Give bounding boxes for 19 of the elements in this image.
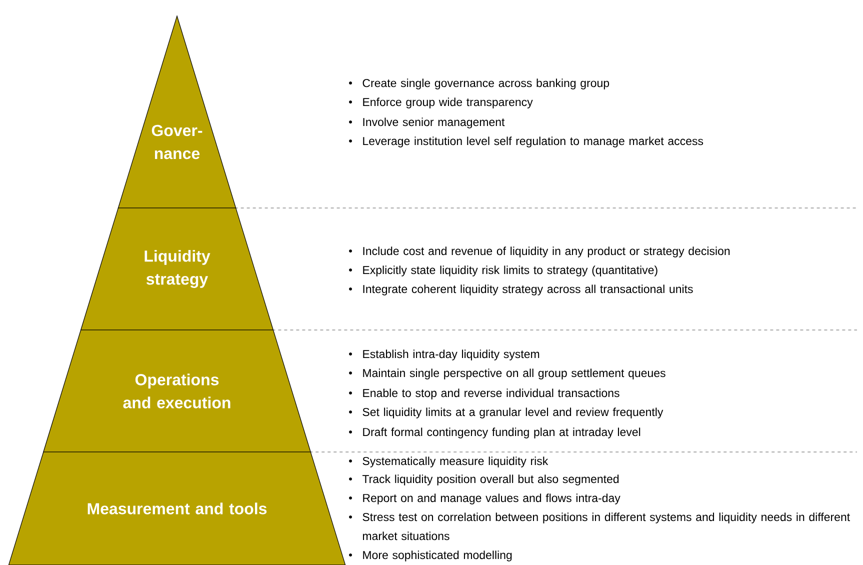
bullet-text: Report on and manage values and flows intra-day (363, 494, 620, 504)
bullet-text: Enable to stop and reverse individual transactions (363, 388, 620, 400)
pyramid-band: Operations and execution (43, 330, 312, 452)
bullet-text: Leverage institution level self regulation to manage market access (363, 136, 704, 148)
bullet-text: Stress test on correlation between positions in different systems and liquidity needs in different market situations (362, 512, 850, 540)
pyramid-band: Measurement and tools (8, 452, 346, 565)
bullet-text: Explicitly state liquidity risk limits to strategy (quantitative) (363, 266, 658, 276)
bullet-text: Systematically measure liquidity risk (362, 456, 548, 468)
bullet-text: Track liquidity position overall but also segmented (362, 474, 619, 486)
bullet-text: Draft formal contingency funding plan at intraday level (363, 428, 640, 438)
bullet-text: Set liquidity limits at a granular level and review frequently (362, 408, 664, 418)
bullet-text: Establish intra-day liquidity system (363, 350, 540, 360)
bullet-text: Integrate coherent liquidity strategy across all transactional units (363, 284, 693, 296)
bullet-text: More sophisticated modelling (363, 550, 512, 562)
bullet-text: Enforce group wide transparency (363, 98, 533, 108)
bullet-text: Involve senior management (363, 118, 505, 128)
bullet-text: Create single governance across banking group (362, 78, 610, 90)
bullet-text: Include cost and revenue of liquidity in any product or strategy decision (363, 246, 730, 258)
bullet-text: Maintain single perspective on all group settlement queues (363, 368, 666, 380)
